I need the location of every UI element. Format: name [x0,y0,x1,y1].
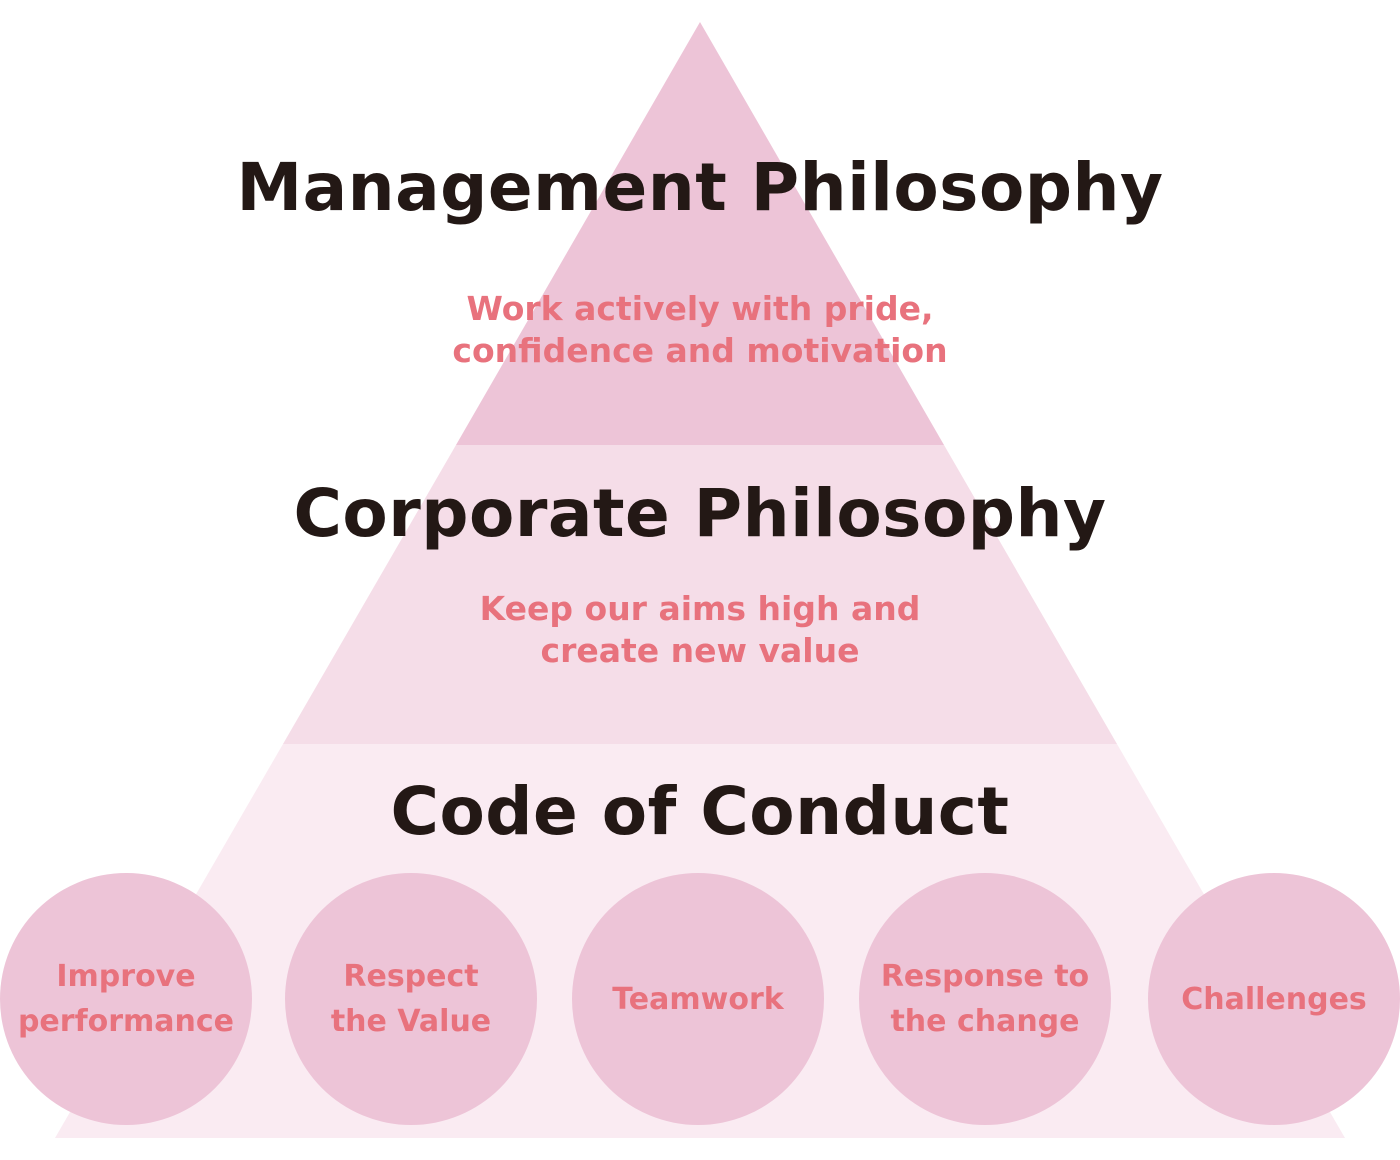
value-label: Challenges [1181,981,1367,1017]
value-label: Improve performance [17,959,235,1039]
management-philosophy-title: Management Philosophy [236,149,1164,226]
corporate-philosophy-title: Corporate Philosophy [293,475,1107,552]
value-label: Respect the Value [330,959,492,1039]
tier-corporate-philosophy [283,445,1117,744]
tier-management-philosophy [456,22,944,445]
management-philosophy-statement: Work actively with pride, confidence and… [452,289,948,370]
value-circle-challenges: Challenges [1148,873,1400,1125]
value-circle-improve-performance: Improve performance [0,873,252,1125]
value-label: Teamwork [612,981,784,1017]
value-circle-respect-the-value: Respect the Value [285,873,537,1125]
value-circle-response-to-change: Response to the change [859,873,1111,1125]
code-of-conduct-title: Code of Conduct [390,773,1010,850]
value-label: Response to the change [880,959,1090,1039]
value-circle-teamwork: Teamwork [572,873,824,1125]
corporate-philosophy-statement: Keep our aims high and create new value [479,589,921,670]
